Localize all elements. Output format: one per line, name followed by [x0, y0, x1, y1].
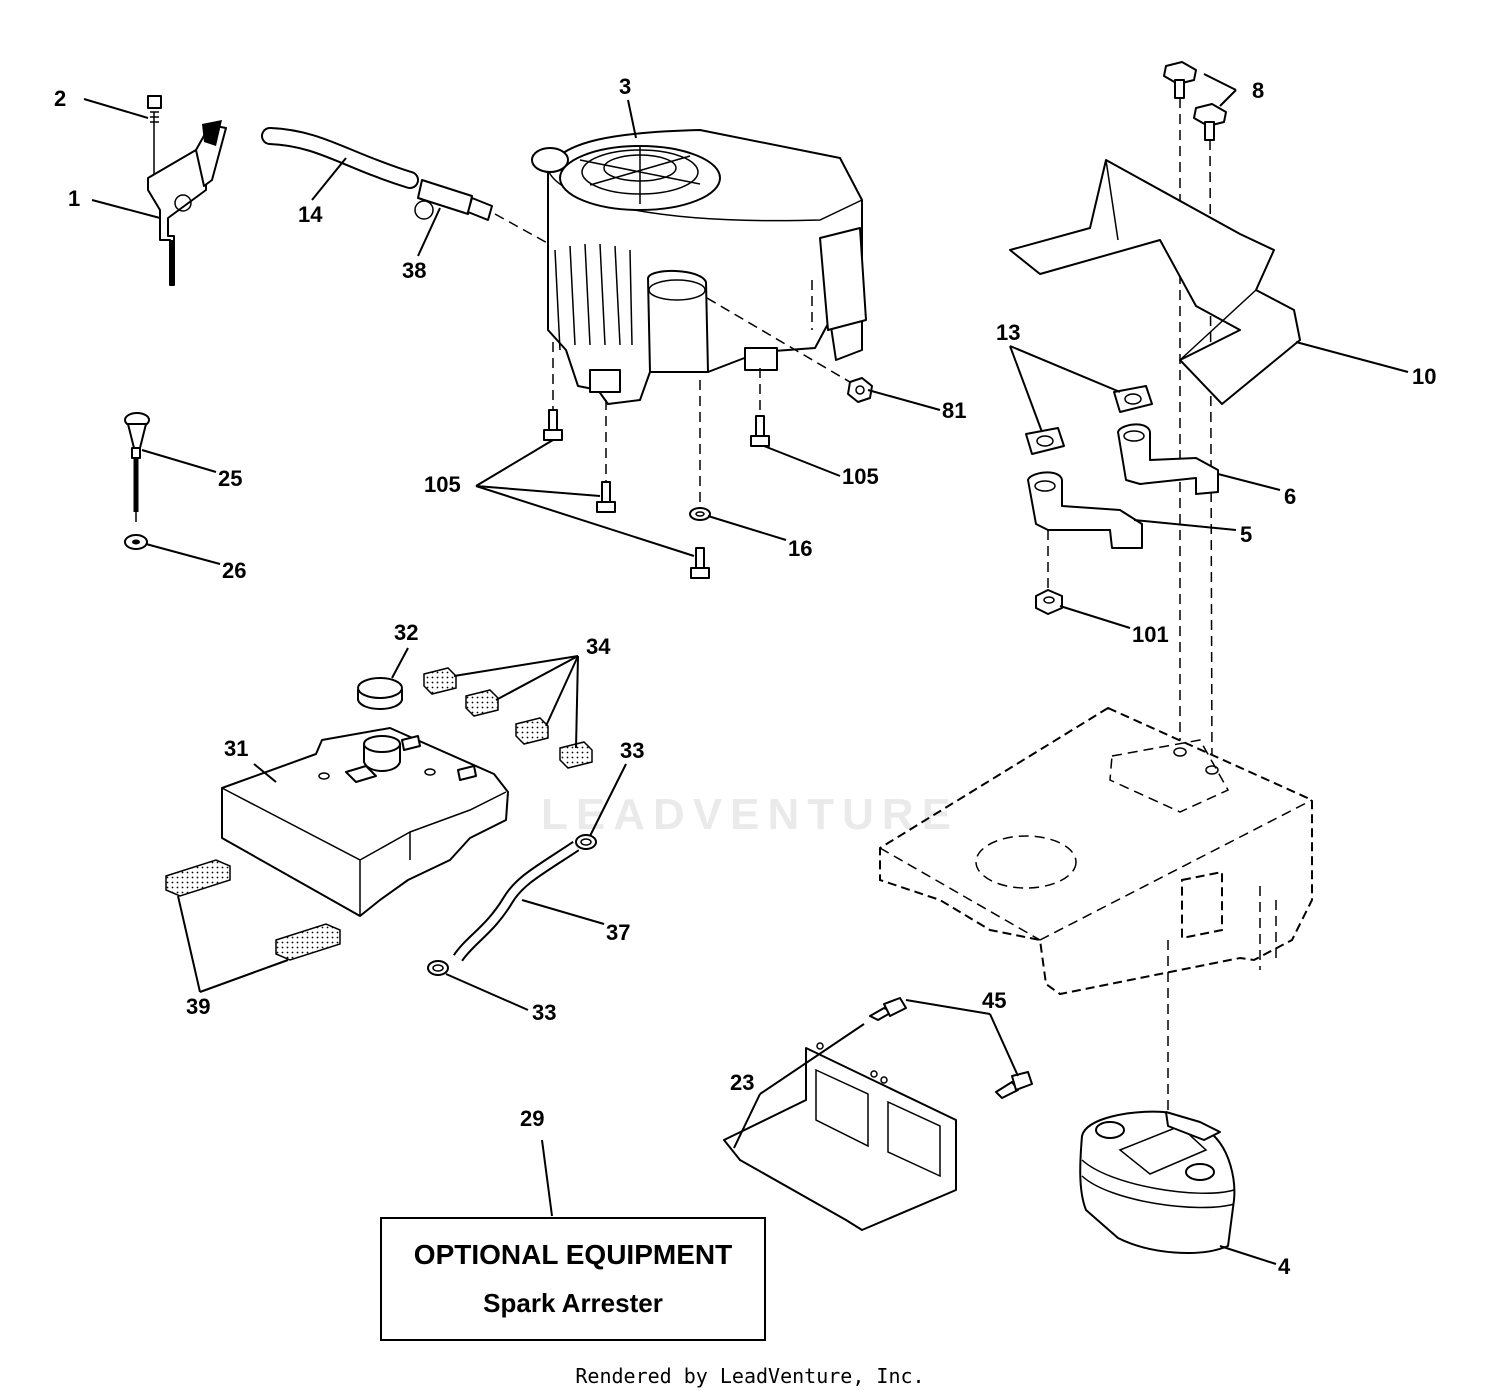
fuel-fitting-part [414, 179, 561, 251]
foam-pads-part [423, 667, 593, 769]
leader-lines [83, 73, 1409, 1265]
label-part-39: 39 [186, 994, 210, 1019]
nut-81-part [847, 377, 873, 403]
nut-26-part [124, 534, 148, 550]
label-part-31: 31 [224, 736, 248, 761]
muffler-part [1079, 940, 1236, 1254]
frame-part [879, 706, 1313, 996]
label-part-2: 2 [54, 86, 66, 111]
screws-45-part [869, 997, 1033, 1099]
nut-101-part [1035, 530, 1063, 615]
label-part-32: 32 [394, 620, 418, 645]
tank-pads-part [165, 859, 341, 961]
label-part-13: 13 [996, 320, 1020, 345]
fuel-cap-part [357, 677, 403, 710]
bolts-105-part [543, 342, 770, 579]
gaskets-13-part [1025, 385, 1153, 455]
label-part-3: 3 [619, 74, 631, 99]
label-part-4: 4 [1278, 1254, 1291, 1279]
throttle-control-part [147, 95, 227, 286]
label-part-81: 81 [942, 398, 966, 423]
label-part-45: 45 [982, 988, 1006, 1013]
label-part-26: 26 [222, 558, 246, 583]
label-part-14: 14 [298, 202, 323, 227]
bolts-8-part [1163, 61, 1227, 769]
heat-shield-part [1009, 159, 1301, 405]
label-part-29: 29 [520, 1106, 544, 1131]
label-part-34: 34 [586, 634, 611, 659]
clamp-33-lower-part [427, 960, 449, 976]
engine-part [531, 129, 867, 405]
watermark: LEADVENTURE [540, 790, 960, 839]
footer-credit: Rendered by LeadVenture, Inc. [575, 1364, 925, 1388]
clamp-33-upper-part [575, 834, 597, 850]
label-part-23: 23 [730, 1070, 754, 1095]
exhaust-pipe-6-part [1117, 423, 1219, 495]
label-part-25: 25 [218, 466, 242, 491]
washer-16-part [689, 507, 711, 521]
choke-knob-part [124, 412, 150, 522]
optional-equipment-box: OPTIONAL EQUIPMENT Spark Arrester [380, 1217, 766, 1341]
label-part-5: 5 [1240, 522, 1252, 547]
label-part-33-lower: 33 [532, 1000, 556, 1025]
label-part-101: 101 [1132, 622, 1169, 647]
fuel-tank-part [221, 727, 509, 917]
label-part-6: 6 [1284, 484, 1296, 509]
label-part-1: 1 [68, 186, 80, 211]
optional-equipment-subtitle: Spark Arrester [483, 1287, 663, 1318]
label-part-8: 8 [1252, 78, 1264, 103]
fuel-hose-part [261, 127, 419, 189]
label-part-10: 10 [1412, 364, 1436, 389]
label-part-105-left: 105 [424, 472, 461, 497]
label-part-33-upper: 33 [620, 738, 644, 763]
optional-equipment-title: OPTIONAL EQUIPMENT [413, 1239, 733, 1271]
exhaust-pipe-5-part [1027, 471, 1143, 549]
fuel-line-part [453, 841, 580, 962]
label-part-38: 38 [402, 258, 426, 283]
arrester-plate-part [723, 1042, 957, 1231]
label-part-105-right: 105 [842, 464, 879, 489]
part-labels: 2 1 3 14 38 81 105 105 16 25 26 13 10 6 … [54, 74, 1436, 1279]
label-part-16: 16 [788, 536, 812, 561]
label-part-37: 37 [606, 920, 630, 945]
